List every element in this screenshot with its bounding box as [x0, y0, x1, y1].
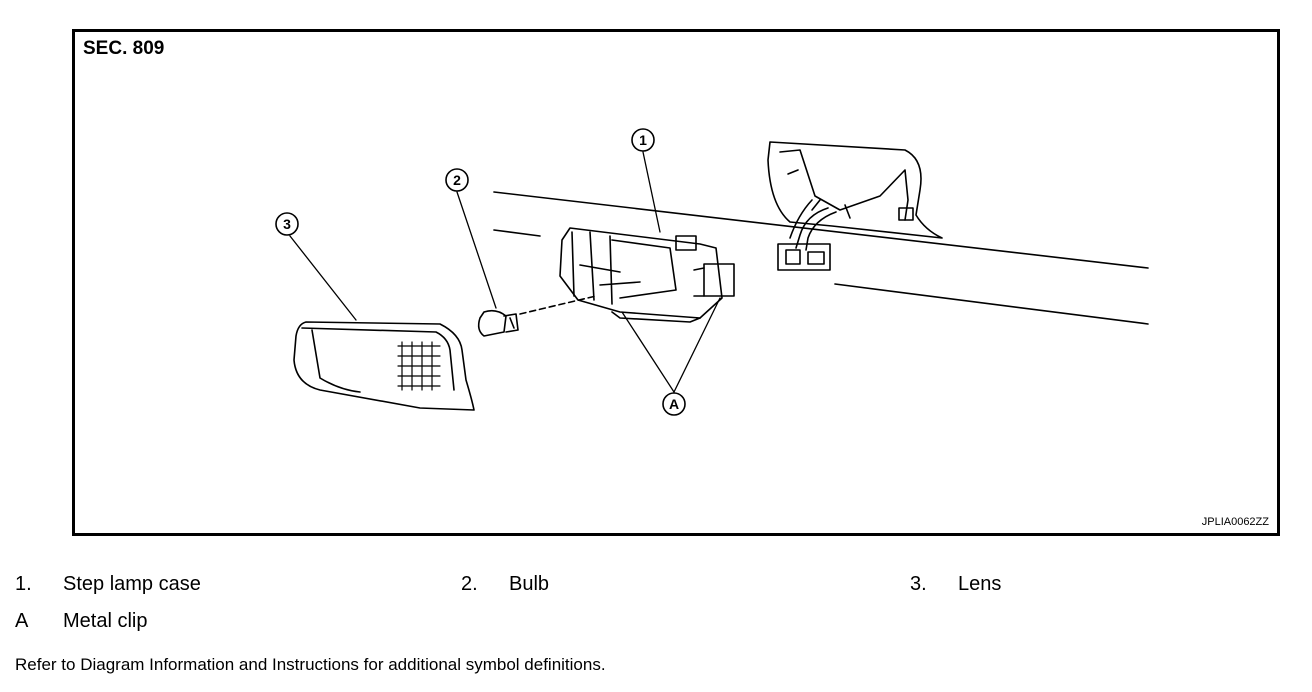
image-code: JPLIA0062ZZ: [1201, 516, 1269, 528]
door-trim-panel: [493, 191, 1149, 325]
leader-lines: [289, 151, 721, 393]
legend-number: 3.: [910, 573, 927, 595]
legend-text: Metal clip: [63, 610, 148, 632]
bulb: [477, 295, 597, 337]
diagram-frame: SEC. 809 JPLIA0062ZZ: [72, 29, 1280, 536]
harness-connector: [777, 199, 837, 271]
svg-text:A: A: [669, 396, 679, 412]
legend-text: Bulb: [509, 573, 550, 595]
legend-number: 1.: [15, 573, 32, 595]
mounting-hole: [767, 141, 943, 239]
reference-note: Refer to Diagram Information and Instruc…: [15, 655, 606, 674]
svg-text:3: 3: [283, 216, 291, 232]
legend-number: 2.: [461, 573, 478, 595]
callout-lens: 3: [275, 212, 299, 236]
svg-text:2: 2: [453, 172, 461, 188]
callout-case: 1: [631, 128, 655, 152]
callout-bulb: 2: [445, 168, 469, 192]
svg-text:1: 1: [639, 132, 647, 148]
legend-number: A: [15, 610, 29, 632]
step-lamp-case: [559, 227, 735, 323]
legend-text: Step lamp case: [63, 573, 201, 595]
callout-clip: A: [662, 392, 686, 416]
legend-text: Lens: [958, 573, 1002, 595]
section-label: SEC. 809: [83, 38, 165, 59]
lens: [293, 321, 475, 411]
